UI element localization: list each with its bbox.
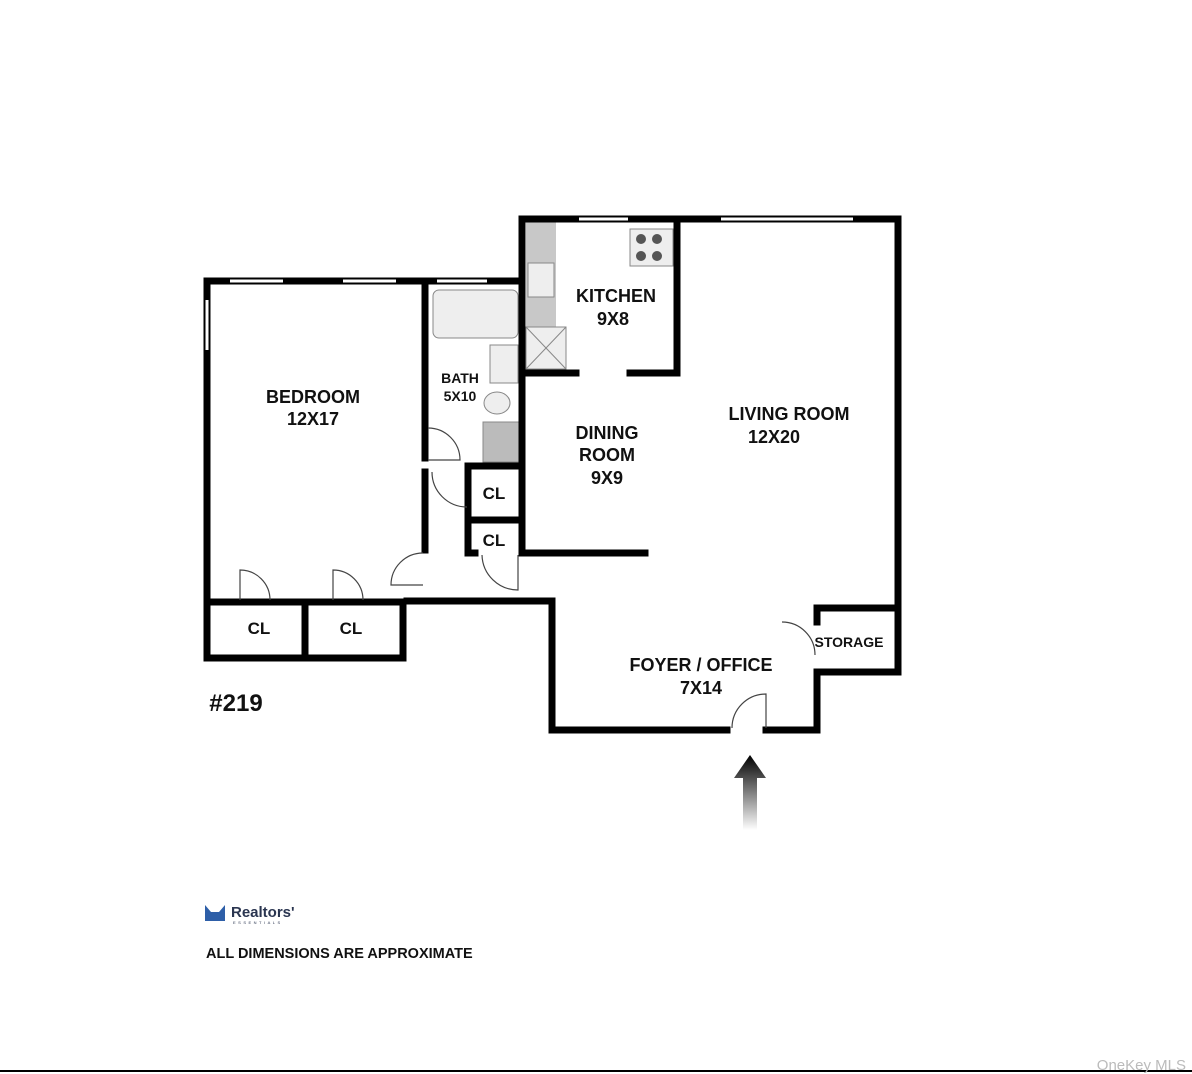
closet-label: CL [340, 619, 363, 638]
dining-label: DINING [576, 423, 639, 443]
living-room-size: 12X20 [748, 427, 800, 447]
bath-size: 5X10 [444, 388, 477, 404]
shower [482, 421, 520, 463]
foyer-label: FOYER / OFFICE [629, 655, 772, 675]
kitchen-sink [527, 262, 555, 298]
kitchen-label: KITCHEN [576, 286, 656, 306]
toilet [483, 391, 511, 415]
svg-text:ESSENTIALS: ESSENTIALS [233, 920, 283, 925]
svg-text:Realtors': Realtors' [231, 904, 295, 921]
bedroom-size: 12X17 [287, 409, 339, 429]
living-room-label: LIVING ROOM [729, 404, 850, 424]
door-swings [239, 427, 816, 729]
bath-sink [489, 344, 519, 384]
windows [205, 217, 853, 350]
kitchen-size: 9X8 [597, 309, 629, 329]
entry-arrow-icon [734, 755, 766, 830]
bath-label: BATH [441, 370, 479, 386]
foyer-size: 7X14 [680, 678, 722, 698]
watermark: OneKey MLS [1097, 1057, 1186, 1074]
stove-icon [629, 228, 674, 267]
closet-label: CL [483, 531, 506, 550]
storage-label: STORAGE [815, 634, 884, 650]
bathtub [432, 289, 519, 339]
unit-number: #219 [209, 690, 262, 717]
bedroom-label: BEDROOM [266, 387, 360, 407]
closet-label: CL [248, 619, 271, 638]
disclaimer: ALL DIMENSIONS ARE APPROXIMATE [206, 946, 473, 962]
realtors-essentials-logo: Realtors' ESSENTIALS [205, 904, 295, 925]
closet-label: CL [483, 484, 506, 503]
dining-label-2: ROOM [579, 445, 635, 465]
dining-size: 9X9 [591, 468, 623, 488]
